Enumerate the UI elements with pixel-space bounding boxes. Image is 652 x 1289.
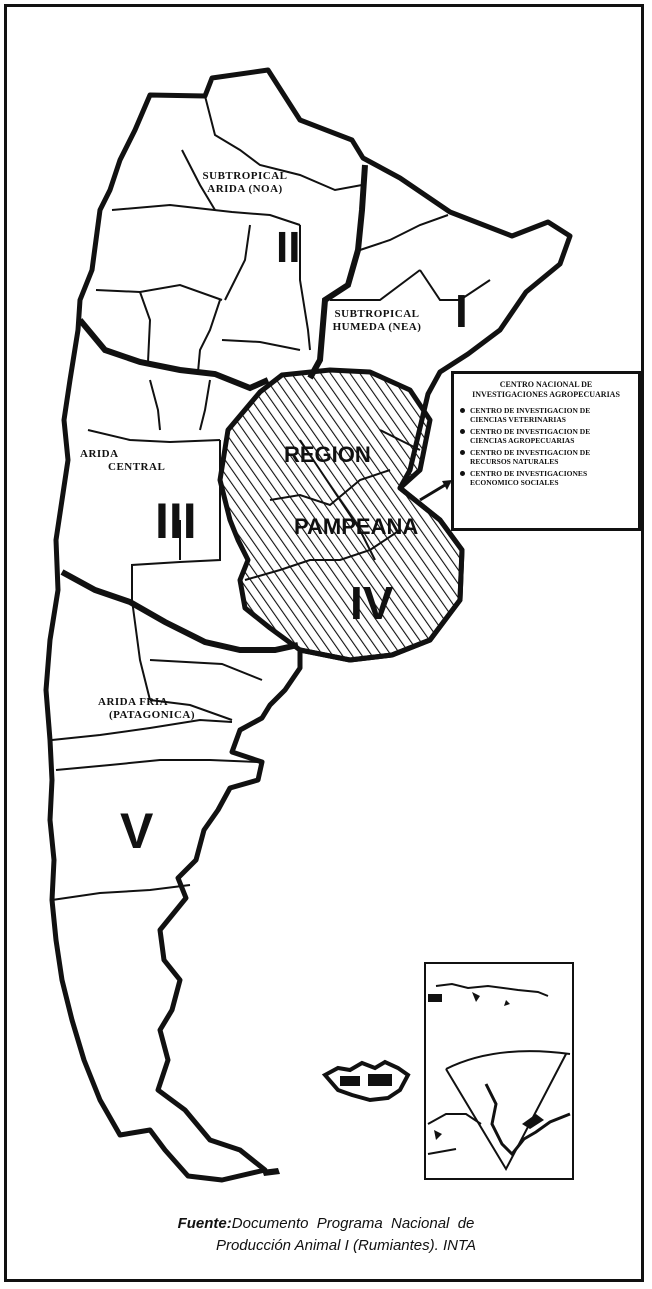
region-nea-line2: HUMEDA (NEA) <box>332 321 422 333</box>
region-noa-line2: ARIDA (NOA) <box>207 183 283 195</box>
region-patagonia-label: ARIDA FRIA (PATAGONICA) <box>92 696 212 722</box>
malvinas-islands <box>321 1059 411 1103</box>
region-numeral-ii: II <box>276 223 301 272</box>
region-noa-line1: SUBTROPICAL <box>202 170 288 182</box>
caption-line2: Producción Animal I (Rumiantes). INTA <box>215 1237 477 1254</box>
region-nea-label: SUBTROPICAL HUMEDA (NEA) <box>322 308 432 334</box>
region-patagonia-line1: ARIDA FRIA <box>98 696 169 708</box>
bullet-icon <box>460 429 465 434</box>
boundary-north-central <box>77 318 270 392</box>
legend-item-line: CENTRO DE INVESTIGACIONES <box>470 469 588 478</box>
region-numeral-iv: IV <box>350 577 394 629</box>
region-central-label: ARIDA CENTRAL <box>80 448 170 474</box>
boundary-noa-nea <box>307 164 368 380</box>
legend-item-line: CIENCIAS VETERINARIAS <box>470 415 566 424</box>
region-pampeana-word1: REGION <box>284 442 371 467</box>
region-pampeana-word2: PAMPEANA <box>294 514 419 539</box>
isla-estados <box>262 1168 280 1176</box>
legend-box: CENTRO NACIONAL DE INVESTIGACIONES AGROP… <box>451 371 641 531</box>
pampeana-region-fill <box>217 367 465 663</box>
source-caption: Fuente:Documento Programa Nacional de Pr… <box>0 1213 652 1257</box>
boundary-central-patagonia <box>60 569 299 653</box>
bullet-icon <box>460 471 465 476</box>
legend-item-line: CENTRO DE INVESTIGACION DE <box>470 448 591 457</box>
legend-item-line: RECURSOS NATURALES <box>470 457 559 466</box>
inset-svg <box>427 982 571 1172</box>
caption-line1-text: Documento Programa Nacional de <box>231 1215 475 1232</box>
legend-title-line2: INVESTIGACIONES AGROPECUARIAS <box>472 390 620 399</box>
legend-item-line: CENTRO DE INVESTIGACION DE <box>470 406 591 415</box>
antarctica-inset <box>424 962 574 1180</box>
arrow-head <box>442 480 452 490</box>
region-patagonia-line2: (PATAGONICA) <box>108 709 196 721</box>
region-numeral-i: I <box>455 285 468 337</box>
caption-source-label: Fuente: <box>177 1215 232 1232</box>
province-boundaries <box>51 95 491 901</box>
bullet-icon <box>460 450 465 455</box>
argentina-outline <box>43 67 573 1183</box>
region-central-line1: ARIDA <box>80 448 119 460</box>
legend-item-line: CENTRO DE INVESTIGACION DE <box>470 427 591 436</box>
legend-item-line: ECONOMICO SOCIALES <box>470 478 559 487</box>
caption-line1: Fuente:Documento Programa Nacional de <box>0 1213 652 1235</box>
map-frame <box>4 4 644 1282</box>
region-numeral-v: V <box>120 803 154 859</box>
region-central-line2: CENTRAL <box>108 461 166 473</box>
legend-title: CENTRO NACIONAL DE INVESTIGACIONES AGROP… <box>460 380 632 400</box>
region-numeral-iii: III <box>155 493 197 549</box>
legend-item-line: CIENCIAS AGROPECUARIAS <box>470 436 575 445</box>
region-nea-line1: SUBTROPICAL <box>334 308 420 320</box>
bullet-icon <box>460 408 465 413</box>
legend-title-line1: CENTRO NACIONAL DE <box>499 380 593 389</box>
region-noa-label: SUBTROPICAL ARIDA (NOA) <box>190 170 300 196</box>
